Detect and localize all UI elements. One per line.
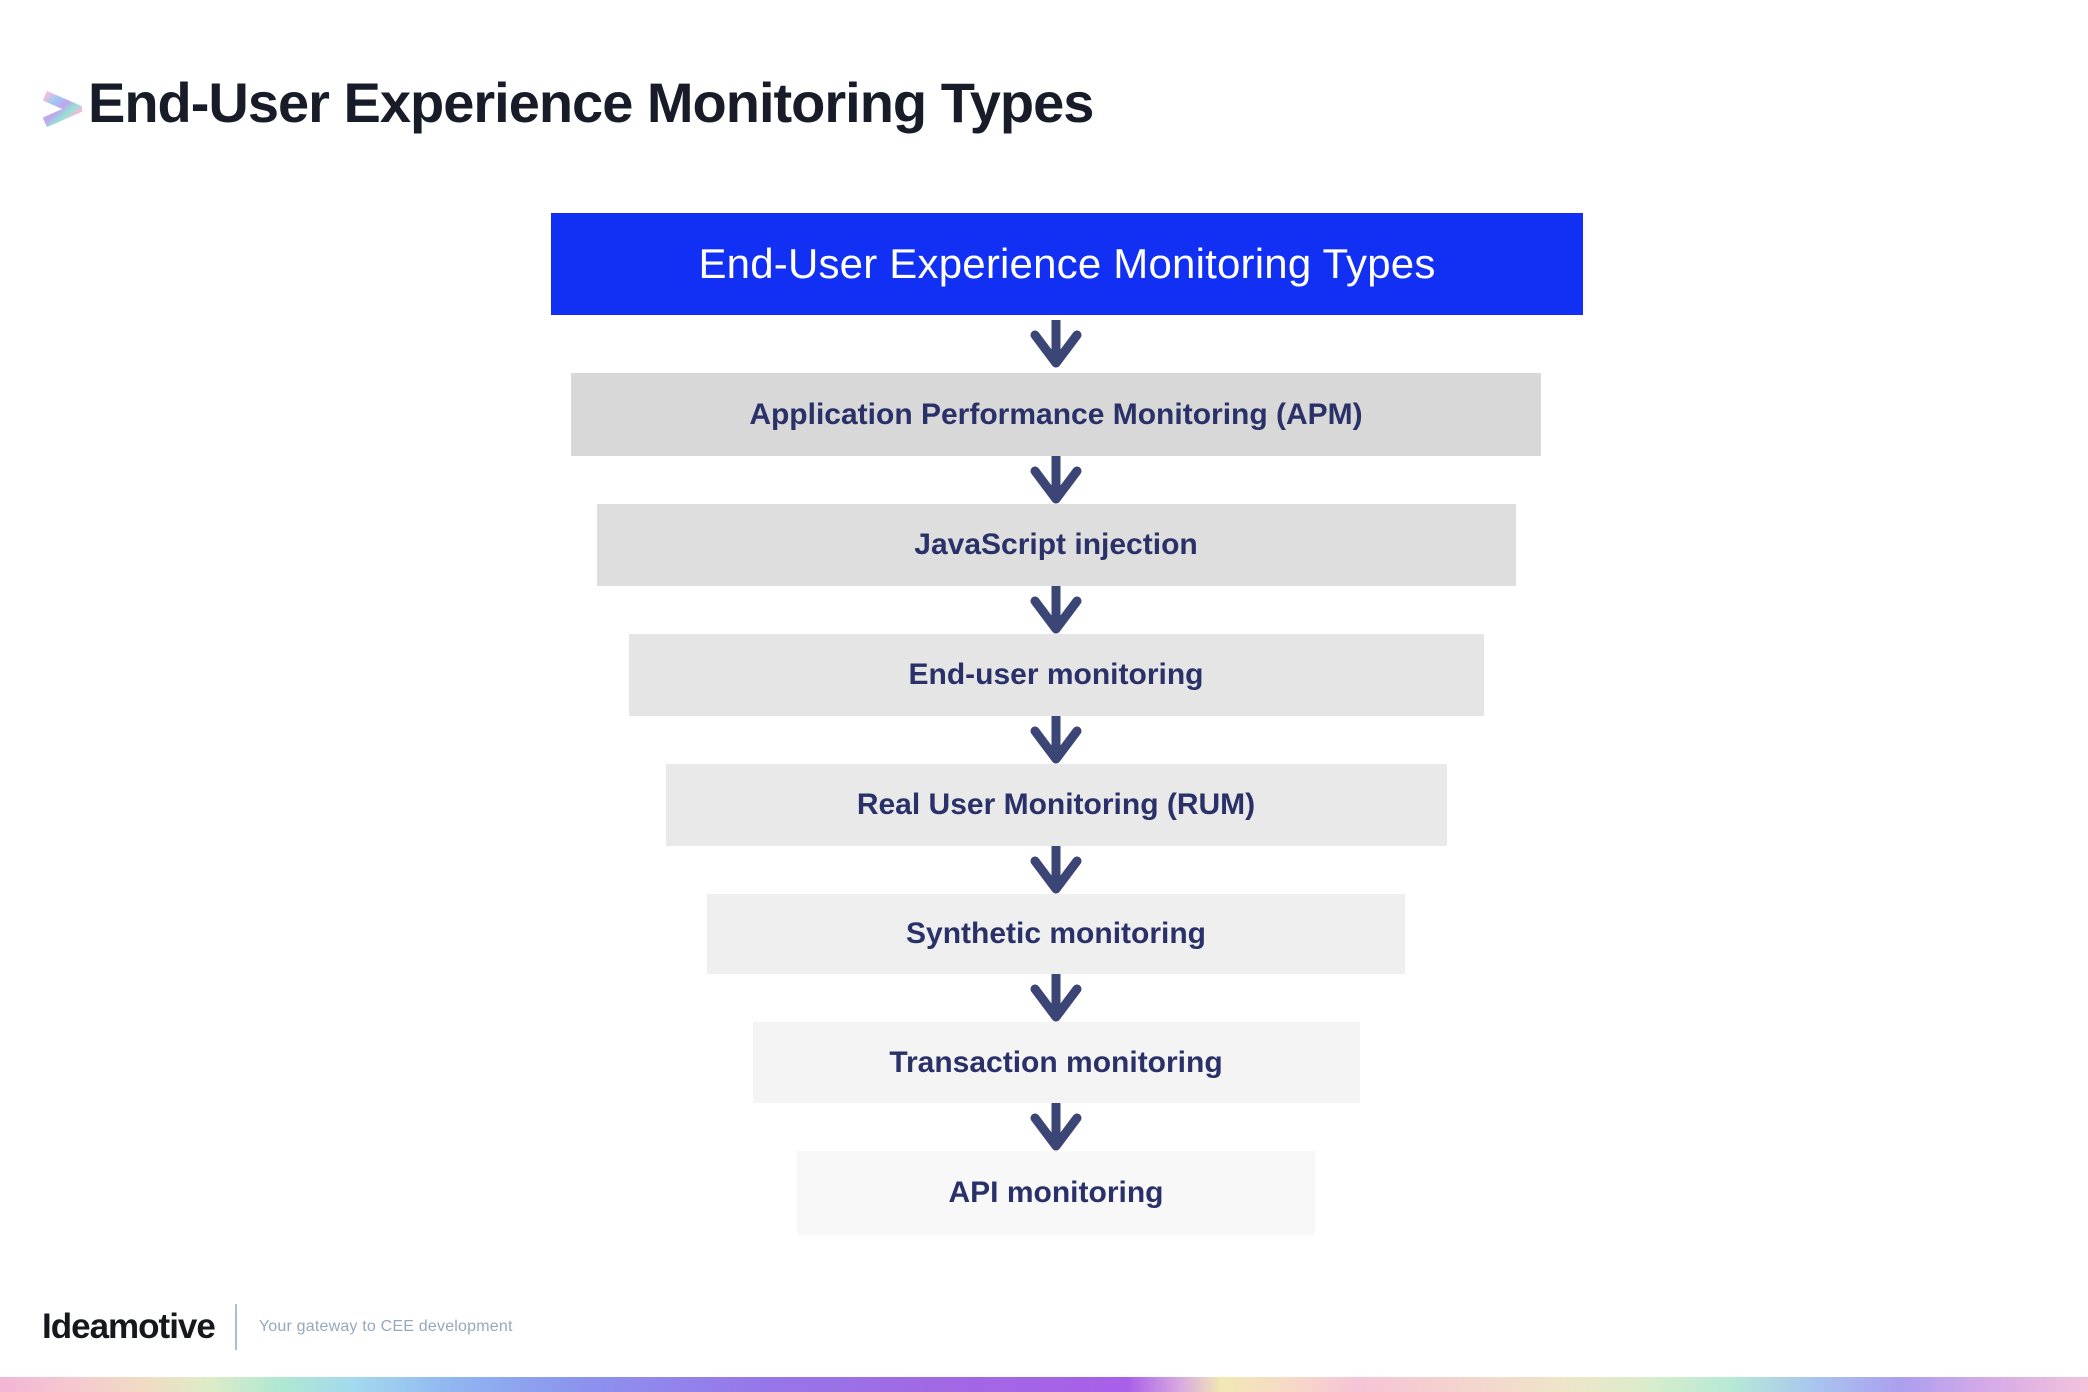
arrow-gap	[1024, 974, 1088, 1022]
arrow-gap	[1024, 846, 1088, 894]
down-arrow-icon	[1030, 846, 1082, 894]
brand-tagline: Your gateway to CEE development	[258, 1318, 513, 1335]
page-title-row: End-User Experience Monitoring Types	[40, 34, 1094, 171]
down-arrow-icon	[1030, 456, 1082, 504]
footer: Ideamotive Your gateway to CEE developme…	[42, 1299, 513, 1355]
funnel-node-rum: Real User Monitoring (RUM)	[665, 764, 1447, 846]
down-arrow-icon	[1030, 320, 1082, 368]
funnel-diagram: End-User Experience Monitoring Types App…	[540, 213, 1583, 1235]
arrow-gap	[1024, 456, 1088, 504]
brand-logo: Ideamotive	[42, 1307, 216, 1346]
arrow-gap	[1024, 1103, 1088, 1151]
holographic-bottom-bar	[0, 1377, 2088, 1392]
holo-chevron-icon	[42, 91, 82, 128]
funnel-node-apm: Application Performance Monitoring (APM)	[571, 373, 1541, 456]
page-title: End-User Experience Monitoring Types	[88, 70, 1094, 134]
arrow-gap	[1024, 586, 1088, 634]
funnel-node-api-monitoring: API monitoring	[797, 1151, 1315, 1235]
down-arrow-icon	[1030, 1103, 1082, 1151]
down-arrow-icon	[1030, 586, 1082, 634]
footer-divider	[234, 1304, 237, 1350]
funnel-header-box: End-User Experience Monitoring Types	[551, 213, 1583, 315]
funnel-node-js-injection: JavaScript injection	[596, 504, 1516, 586]
arrow-gap	[1024, 716, 1088, 764]
funnel-node-end-user-monitoring: End-user monitoring	[628, 634, 1484, 716]
down-arrow-icon	[1030, 974, 1082, 1022]
down-arrow-icon	[1030, 716, 1082, 764]
arrow-gap	[1024, 315, 1088, 373]
funnel-node-synthetic-monitoring: Synthetic monitoring	[707, 894, 1405, 974]
funnel-node-transaction-monitoring: Transaction monitoring	[752, 1022, 1360, 1103]
